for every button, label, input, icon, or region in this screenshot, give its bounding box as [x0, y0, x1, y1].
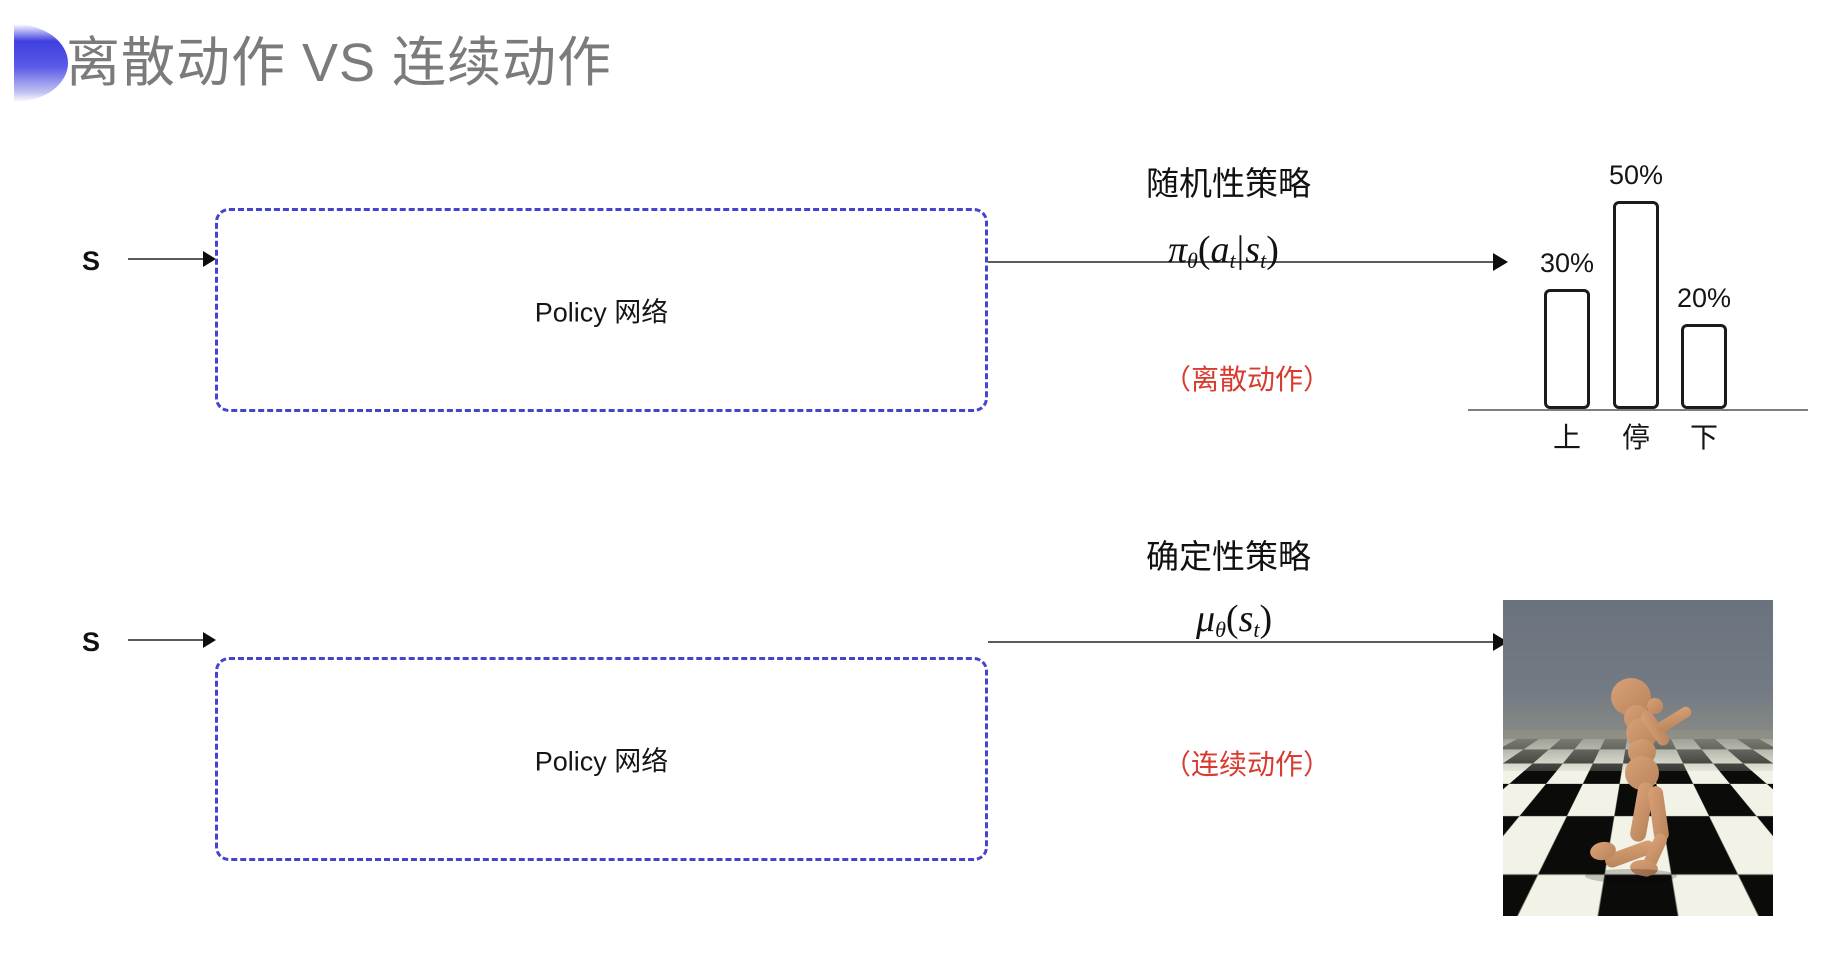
formula-close-paren-2: ) — [1259, 598, 1273, 640]
policy-network-box-discrete[interactable]: Policy 网络 — [215, 208, 988, 412]
output-arrow-continuous — [988, 641, 1506, 643]
bar-value-0: 30% — [1539, 248, 1595, 278]
bar-rect-2 — [1681, 324, 1727, 409]
continuous-action-note: （连续动作） — [1163, 749, 1332, 780]
formula-mu-symbol: μ — [1196, 598, 1216, 640]
policy-network-label-continuous: Policy 网络 — [534, 746, 669, 777]
formula-open-paren-2: ( — [1225, 598, 1239, 640]
formula-open-paren: ( — [1197, 229, 1211, 271]
bar-rect-1 — [1613, 201, 1659, 409]
formula-conditional-bar: | — [1236, 229, 1245, 271]
input-state-label-discrete: S — [82, 246, 101, 276]
input-arrow-continuous — [128, 639, 214, 641]
formula-a-subscript: t — [1229, 248, 1236, 274]
bar-category-1: 停 — [1621, 422, 1651, 453]
formula-s-subscript-2: t — [1253, 617, 1260, 643]
formula-s-symbol-2: s — [1238, 598, 1254, 640]
discrete-action-note: （离散动作） — [1163, 364, 1332, 395]
output-arrow-discrete — [988, 261, 1506, 263]
half-circle-bullet-icon — [14, 24, 68, 102]
formula-theta-subscript: θ — [1187, 248, 1198, 274]
stochastic-policy-caption: 随机性策略 — [1146, 165, 1311, 202]
formula-close-paren: ) — [1266, 229, 1279, 271]
chart-axis-line — [1468, 409, 1808, 411]
formula-pi-symbol: π — [1168, 229, 1188, 271]
deterministic-policy-caption: 确定性策略 — [1146, 538, 1311, 575]
formula-a-symbol: a — [1210, 229, 1230, 271]
deterministic-policy-formula: μθ(st) — [1196, 597, 1272, 643]
stochastic-policy-formula: πθ(at|st) — [1168, 228, 1279, 274]
page-title: 离散动作 VS 连续动作 — [66, 33, 613, 93]
bar-category-0: 上 — [1552, 422, 1582, 453]
formula-s-subscript: t — [1260, 248, 1267, 274]
formula-theta-subscript-2: θ — [1215, 617, 1226, 643]
humanoid-figure-icon — [1585, 678, 1692, 883]
policy-network-box-continuous[interactable]: Policy 网络 — [215, 657, 988, 861]
bar-rect-0 — [1544, 289, 1590, 409]
mujoco-humanoid-render — [1503, 600, 1773, 916]
bar-value-1: 50% — [1608, 160, 1664, 190]
bar-category-2: 下 — [1689, 422, 1719, 453]
input-arrow-discrete — [128, 258, 214, 260]
action-probability-bar-chart: 30% 上 50% 停 20% 下 — [1468, 110, 1808, 460]
input-state-label-continuous: S — [82, 627, 101, 657]
policy-network-label-discrete: Policy 网络 — [534, 297, 669, 328]
formula-s-symbol: s — [1245, 229, 1261, 271]
bar-value-2: 20% — [1676, 283, 1732, 313]
